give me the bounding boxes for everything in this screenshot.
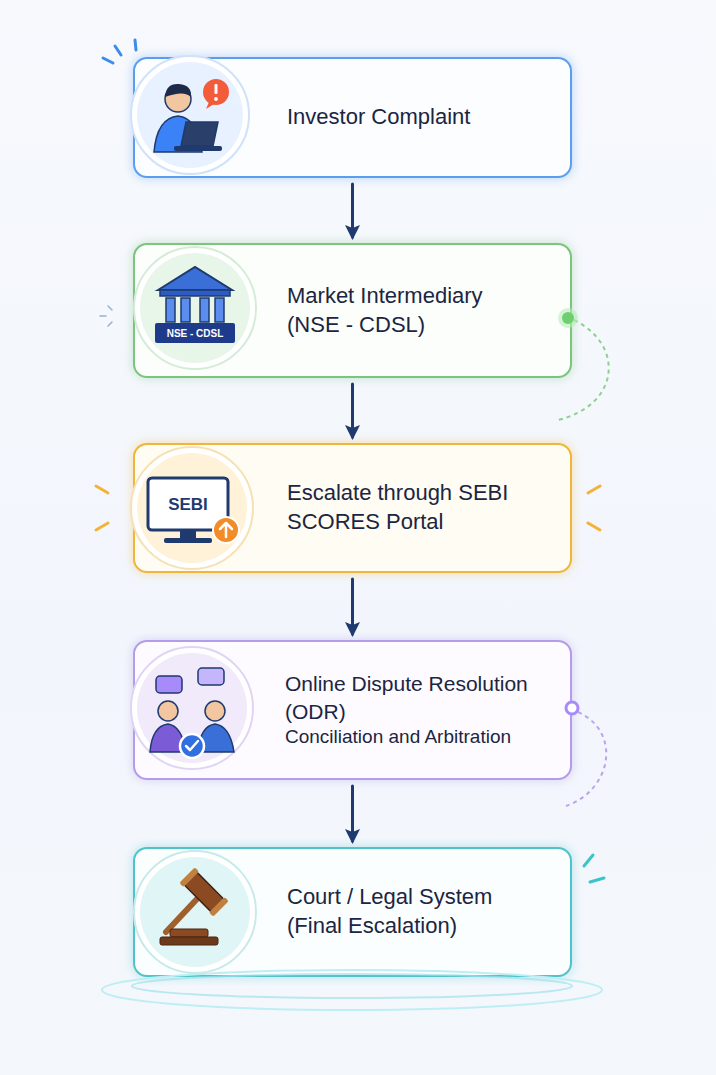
icon-ring [134, 851, 256, 973]
alert-mark [215, 84, 218, 94]
alert-mark [214, 97, 218, 101]
upload-arrow [220, 523, 232, 537]
sparkle-line [588, 523, 600, 530]
person-head [205, 701, 225, 721]
icon-disc [140, 857, 250, 967]
text-holder: Investor Complaint [287, 59, 557, 176]
glow-ring [132, 974, 572, 998]
icon-disc [137, 653, 247, 763]
icon-disc [137, 453, 247, 563]
sound-block [160, 937, 218, 945]
dispute-icon [131, 647, 253, 769]
text-holder: Online Dispute Resolution (ODR)Conciliat… [285, 642, 565, 778]
speech-bubble [198, 668, 224, 685]
speech-bubble [156, 676, 182, 693]
icon-label: NSE - CDSL [167, 328, 224, 339]
text-holder: Court / Legal System (Final Escalation) [287, 849, 527, 975]
flow-arrow [351, 579, 354, 634]
sparkle-line [588, 486, 600, 493]
person-head [158, 701, 178, 721]
accent-dot [566, 702, 578, 714]
sparkle-line [135, 40, 136, 50]
flow-connector-group [352, 184, 353, 237]
bank-column [215, 298, 224, 322]
icon-ring [131, 447, 253, 569]
text-holder: Market Intermediary (NSE - CDSL) [287, 245, 512, 376]
laptop-screen [181, 122, 218, 146]
sparkle-line [103, 58, 113, 63]
gavel-band [179, 867, 199, 887]
alert-bubble [203, 79, 229, 105]
sparkle-line [590, 878, 604, 882]
gavel-handle [166, 900, 196, 932]
bank-beam [160, 290, 230, 296]
box-heading: Market Intermediary (NSE - CDSL) [287, 282, 512, 339]
alert-tail [206, 102, 214, 109]
bank-column [181, 298, 190, 322]
accent-glow [558, 308, 578, 328]
dashed-accent [558, 308, 609, 420]
sparkle-line [115, 46, 121, 55]
bank-base [155, 323, 235, 343]
monitor-stand [180, 530, 196, 538]
bank-roof [158, 267, 232, 290]
box-heading: Court / Legal System (Final Escalation) [287, 883, 527, 940]
upload-badge [213, 517, 239, 543]
sparkle-dots [100, 306, 112, 326]
accent-dot [562, 312, 574, 324]
sparkle-line [100, 315, 106, 317]
check-badge [180, 734, 204, 758]
box-heading: Escalate through SEBI SCORES Portal [287, 479, 532, 536]
sparkle-line [108, 306, 112, 310]
box-heading: Investor Complaint [287, 103, 557, 132]
base-glow [102, 970, 602, 1010]
portal-icon [131, 447, 253, 569]
dashed-accent [566, 702, 606, 806]
dashed-curve [566, 712, 606, 806]
monitor-base [164, 538, 212, 543]
sparkle-marks [584, 855, 604, 882]
icon-ring [131, 56, 249, 174]
sparkle-marks [103, 40, 136, 63]
flow-connector-group [352, 786, 353, 841]
dashed-curve [558, 320, 609, 420]
gavel-band [209, 897, 229, 917]
bank-column [166, 298, 175, 322]
glow-ring [102, 970, 602, 1010]
icon-label: SEBI [168, 495, 208, 514]
icon-ring [134, 247, 256, 369]
icon-label-layer: NSE - CDSL SEBI [167, 328, 224, 514]
icon-disc [140, 253, 250, 363]
icon-ring [131, 647, 253, 769]
icon-disc [137, 62, 243, 168]
sparkle-line [108, 322, 112, 326]
investor-icon [131, 56, 249, 174]
gavel-icon [134, 851, 256, 973]
sparkle-line [96, 523, 108, 530]
flow-arrow [351, 184, 354, 237]
text-holder: Escalate through SEBI SCORES Portal [287, 445, 532, 571]
check-mark [186, 741, 198, 750]
box-heading: Online Dispute Resolution (ODR) [285, 670, 565, 725]
bank-icon [134, 247, 256, 369]
flow-connector-group [352, 384, 353, 437]
person-hair [165, 84, 191, 97]
flow-arrow [351, 786, 354, 841]
laptop-base [174, 146, 222, 151]
sparkle-line [96, 486, 108, 493]
sparkle-line [584, 855, 593, 866]
flow-arrow [351, 384, 354, 437]
box-subtext: Conciliation and Arbitration [285, 725, 565, 750]
bank-column [200, 298, 209, 322]
flow-connector-group [352, 579, 353, 634]
gavel-head [179, 867, 228, 916]
sound-block [170, 929, 208, 937]
